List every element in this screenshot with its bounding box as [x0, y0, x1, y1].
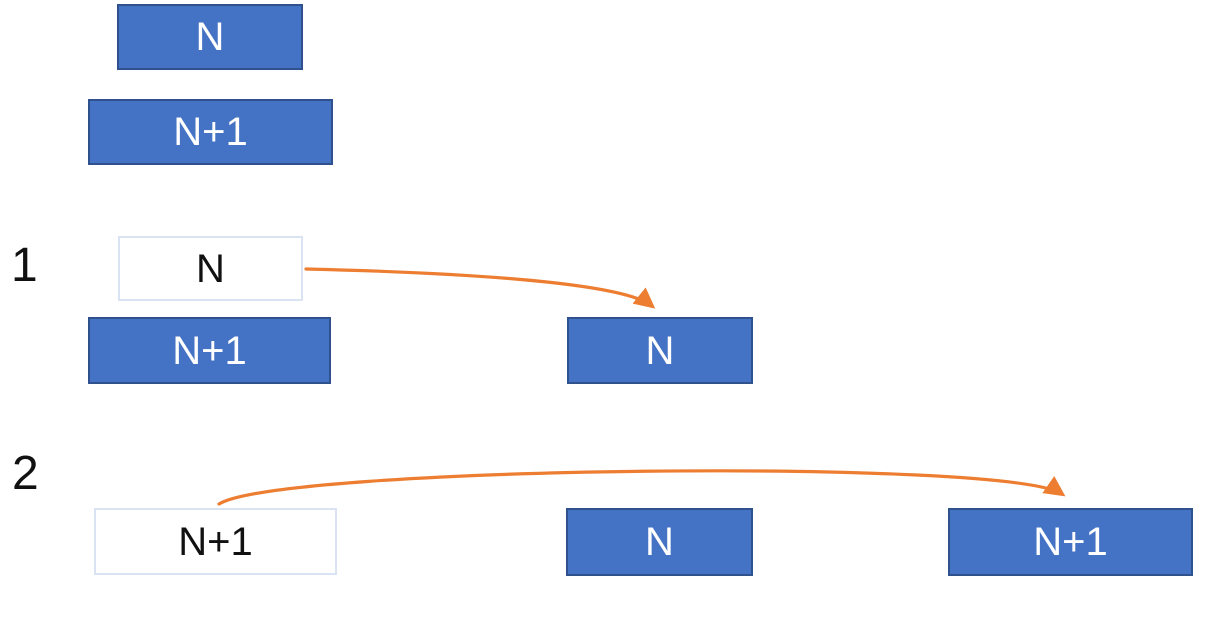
box-file-n-step2: N [566, 508, 753, 576]
box-label: N [645, 520, 674, 564]
arrow-step2-icon [217, 469, 1066, 506]
box-label: N+1 [178, 519, 253, 564]
box-file-n-moved-step1: N [567, 317, 753, 384]
box-file-n1-step1: N+1 [88, 317, 331, 384]
box-file-n-vacated-step1: N [118, 236, 303, 301]
box-file-n1-initial: N+1 [88, 99, 333, 165]
step2-number-label: 2 [12, 447, 39, 500]
box-label: N+1 [1033, 520, 1108, 564]
box-label: N+1 [172, 328, 247, 373]
arrow-step1-icon [304, 267, 656, 309]
box-label: N [195, 15, 225, 59]
box-file-n1-moved-step2: N+1 [948, 508, 1193, 576]
box-file-n1-vacated-step2: N+1 [94, 508, 337, 575]
box-file-n-initial: N [117, 4, 303, 70]
step1-number-label: 1 [11, 239, 38, 292]
box-label: N [645, 328, 675, 373]
box-label: N [196, 246, 225, 291]
box-label: N+1 [173, 110, 248, 154]
